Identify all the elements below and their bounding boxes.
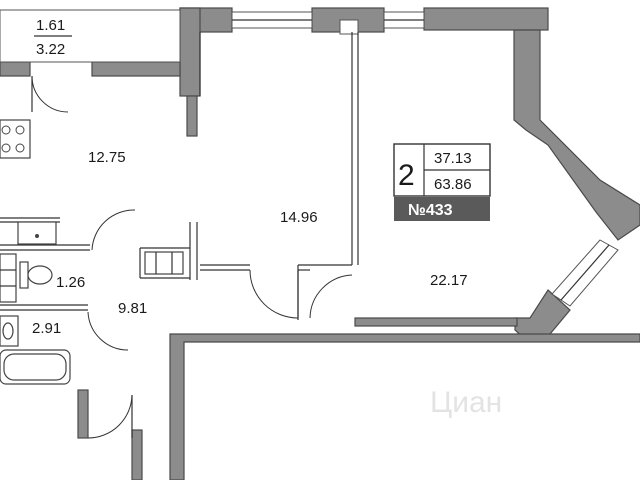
- balcony-area-top: 1.61: [36, 17, 65, 34]
- wall-corridor: [169, 333, 640, 480]
- windows: [0, 9, 619, 307]
- apartment-number: №433: [408, 202, 453, 219]
- door-kitchen-swing: [91, 209, 136, 251]
- living-area: 37.13: [434, 150, 472, 167]
- wall-kitchen-left-upper: [179, 7, 201, 97]
- washing-machine-icon: [17, 221, 57, 245]
- room-labels: 1.61 3.22 12.75 14.96 22.17 1.26 9.81 2.…: [32, 17, 468, 337]
- living-room-area: 22.17: [430, 272, 468, 289]
- door-balcony-swing: [31, 75, 69, 113]
- room-count: 2: [398, 159, 415, 192]
- door-entry-swing: [87, 394, 133, 439]
- balcony-area-bottom: 3.22: [36, 41, 65, 58]
- bathroom-area: 2.91: [32, 320, 61, 337]
- balcony-glazing: [0, 9, 181, 63]
- wall-bay-upper: [513, 29, 640, 241]
- bedroom-area: 14.96: [280, 209, 318, 226]
- wall-entry-left: [77, 389, 89, 439]
- stove-icon: [0, 119, 31, 159]
- fixtures: [0, 119, 184, 385]
- radiator-icon: [144, 251, 184, 275]
- door-bathroom-swing: [87, 311, 129, 351]
- wall-top-right: [423, 7, 549, 31]
- door-living-swing: [309, 274, 353, 319]
- toilet-area: 1.26: [56, 274, 85, 291]
- watermark-logo: Циан: [430, 386, 502, 419]
- total-area: 63.86: [434, 176, 472, 193]
- shelf-icon: [0, 253, 17, 303]
- outer-walls: [0, 7, 640, 480]
- toilet-icon: [19, 261, 53, 289]
- watermark-text: Циан: [430, 386, 502, 419]
- partitions: [0, 32, 359, 320]
- hall-area: 9.81: [118, 300, 147, 317]
- wall-balcony-left: [0, 61, 31, 77]
- doors: [31, 75, 353, 439]
- kitchen-area: 12.75: [88, 149, 126, 166]
- wall-living-bottom: [354, 317, 518, 327]
- wall-balcony-right: [91, 61, 181, 77]
- wall-kitchen-left-lower: [186, 95, 198, 137]
- apartment-number-badge: [394, 197, 490, 221]
- wall-entry-right: [131, 429, 143, 480]
- vent-shaft: [339, 19, 359, 35]
- apartment-info: 2 37.13 63.86 №433: [393, 143, 491, 221]
- bathtub-icon: [0, 349, 71, 385]
- door-bedroom-swing: [249, 269, 299, 319]
- sink-icon: [0, 315, 19, 347]
